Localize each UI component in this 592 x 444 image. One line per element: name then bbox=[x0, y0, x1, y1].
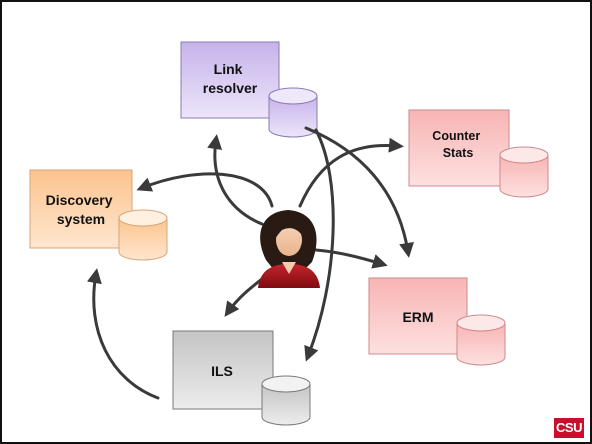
arrow-user-to-erm bbox=[314, 248, 388, 269]
ils-label: ILS bbox=[211, 363, 233, 379]
csu-logo: CSU bbox=[554, 418, 584, 438]
person-icon bbox=[258, 210, 320, 288]
database-icon bbox=[456, 314, 506, 366]
erm-label: ERM bbox=[402, 309, 433, 325]
discovery-system-node: Discovery system bbox=[29, 169, 168, 261]
erm-box bbox=[368, 277, 468, 355]
ils-node: ILS bbox=[172, 330, 311, 426]
svg-text:Discovery system: Discovery system bbox=[46, 192, 117, 227]
discovery-system-label-line2: system bbox=[57, 211, 105, 227]
arrow-link-resolver-to-erm bbox=[304, 126, 414, 258]
link-resolver-box bbox=[180, 41, 280, 119]
arrow-link-resolver-to-ils bbox=[304, 128, 335, 362]
counter-stats-box bbox=[408, 109, 510, 187]
erm-node: ERM bbox=[368, 277, 506, 366]
svg-text:Link resolver: Link resolver bbox=[203, 61, 258, 96]
link-resolver-label-line1: Link bbox=[214, 61, 243, 77]
database-icon bbox=[261, 375, 311, 426]
discovery-system-box bbox=[29, 169, 133, 249]
arrow-ils-to-discovery bbox=[87, 268, 160, 400]
database-icon bbox=[268, 87, 318, 138]
ils-box bbox=[172, 330, 274, 410]
counter-stats-label-line2: Stats bbox=[443, 146, 474, 160]
svg-text:Counter Stats: Counter Stats bbox=[432, 129, 483, 160]
link-resolver-node: Link resolver bbox=[180, 41, 318, 138]
arrow-user-to-link-resolver bbox=[207, 134, 264, 226]
counter-stats-label-line1: Counter bbox=[432, 129, 480, 143]
database-icon bbox=[118, 209, 168, 261]
database-icon bbox=[499, 146, 549, 198]
link-resolver-label-line2: resolver bbox=[203, 80, 258, 96]
counter-stats-node: Counter Stats bbox=[408, 109, 549, 198]
connection-arrows bbox=[87, 126, 414, 400]
arrow-user-to-discovery bbox=[136, 172, 274, 208]
arrow-user-to-counter-stats bbox=[298, 137, 404, 208]
discovery-system-label-line1: Discovery bbox=[46, 192, 113, 208]
